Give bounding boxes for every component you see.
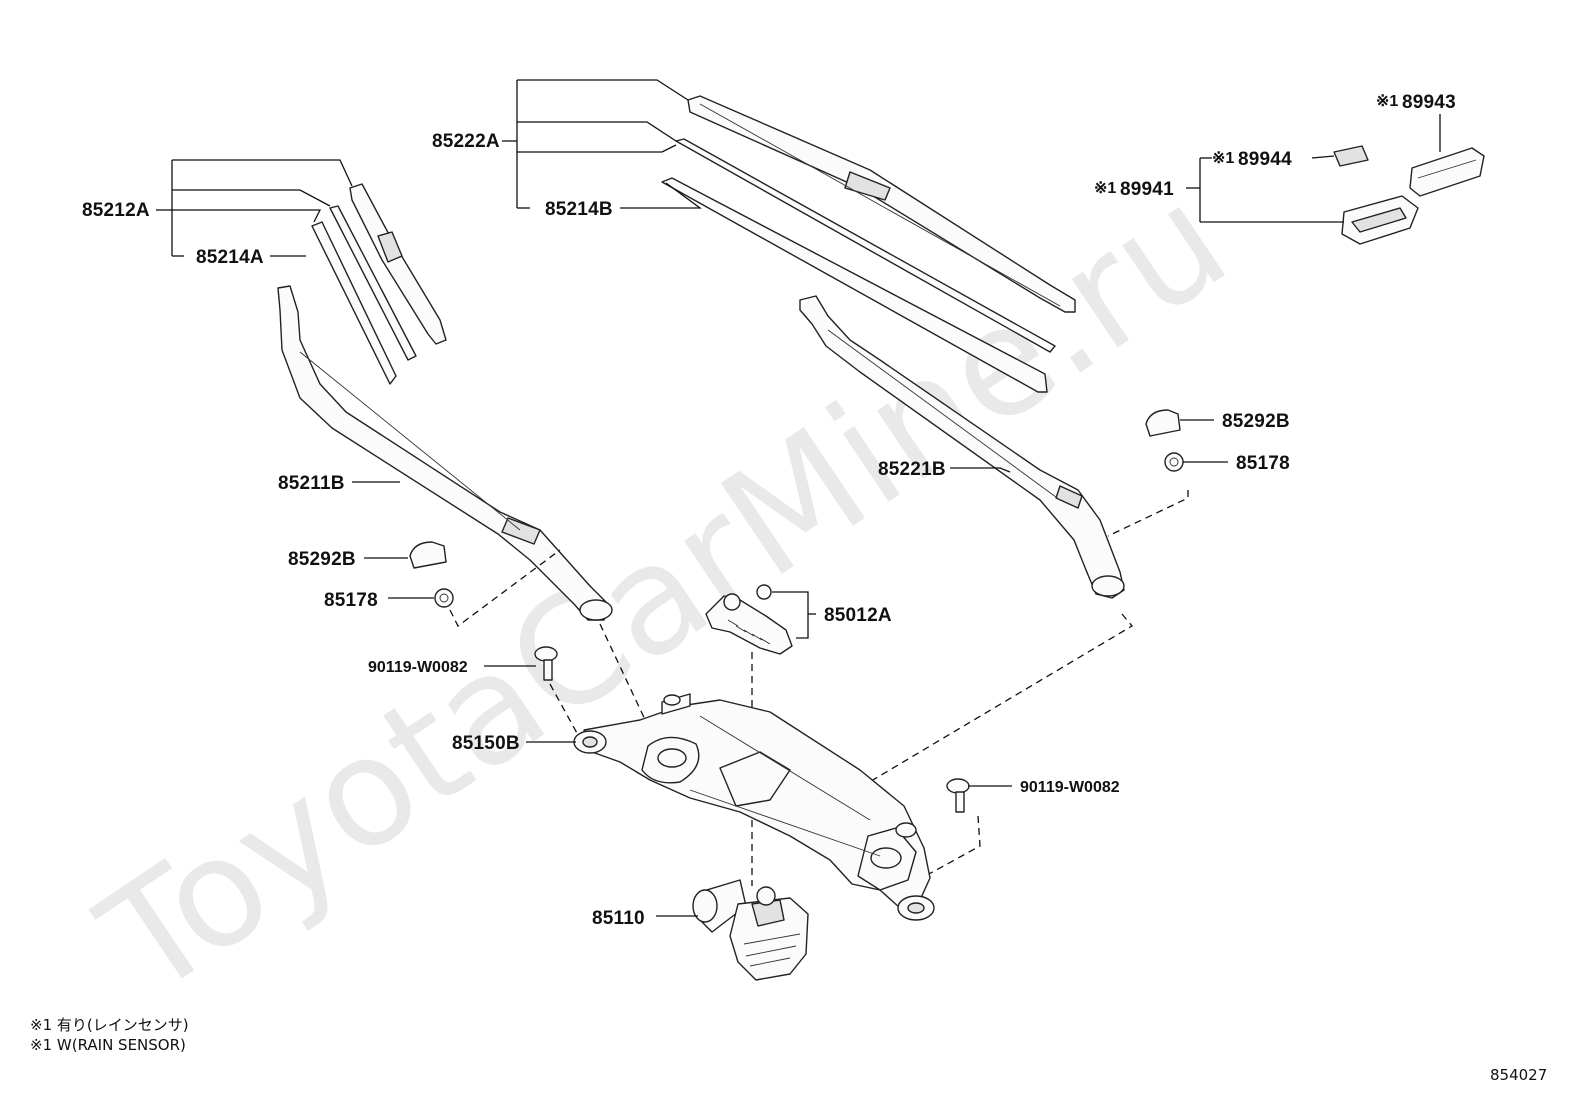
rain-sensor-cover[interactable] [1409,147,1485,197]
label-85012A: 85012A [772,591,892,639]
svg-text:89943: 89943 [1402,92,1456,113]
right-blade-rubber[interactable] [675,138,1056,353]
right-cap-85292B[interactable] [1145,409,1181,437]
svg-text:85292B: 85292B [288,549,356,570]
svg-text:90119-W0082: 90119-W0082 [1020,779,1120,796]
svg-text:85178: 85178 [324,590,378,611]
svg-text:85214B: 85214B [545,199,613,220]
svg-text:85178: 85178 [1236,453,1290,474]
bolt-right[interactable] [946,778,970,813]
label-90119-left: 90119-W0082 [368,659,536,676]
dash-left-nut [449,549,561,627]
svg-text:89944: 89944 [1238,149,1292,170]
label-89944: ※1 89944 [1212,149,1335,170]
bolt-left[interactable] [534,646,558,681]
wiper-motor[interactable] [692,879,809,981]
svg-text:90119-W0082: 90119-W0082 [368,659,468,676]
footnote-line-2: ※1 W(RAIN SENSOR) [30,1036,186,1054]
left-wiper-blade[interactable] [349,183,447,345]
rain-sensor[interactable] [1341,195,1419,245]
svg-text:85212A: 85212A [82,200,150,221]
diagram-id: 854027 [1490,1066,1547,1084]
svg-text:89941: 89941 [1120,179,1174,200]
label-85178-right: 85178 [1183,453,1290,474]
label-85211B: 85211B [278,473,400,494]
left-wiper-arm[interactable] [277,285,613,621]
label-89943: ※1 89943 [1376,92,1456,152]
dash-right-bolt [917,815,981,881]
label-85221B: 85221B [878,459,1011,480]
svg-text:85012A: 85012A [824,605,892,626]
label-89941: ※1 89941 [1094,157,1344,223]
dash-right-arm-pivot [855,613,1133,791]
label-85214A: 85214A [172,247,306,268]
svg-text:85292B: 85292B [1222,411,1290,432]
label-85292B-right: 85292B [1180,411,1290,432]
label-85214B: 85214B [517,182,702,220]
link-assembly[interactable] [705,584,793,655]
label-85150B: 85150B [452,733,576,754]
label-85110: 85110 [592,908,698,929]
svg-text:85221B: 85221B [878,459,946,480]
left-blade-rubber-refill[interactable] [311,221,397,385]
label-90119-right: 90119-W0082 [968,779,1120,796]
rain-sensor-pad[interactable] [1333,145,1369,167]
left-cap-85292B[interactable] [409,541,447,569]
svg-text:85110: 85110 [592,908,645,929]
footnote-line-1: ※1 有り(レインセンサ) [30,1016,189,1034]
dash-left-arm-pivot [599,623,649,727]
right-wiper-blade[interactable] [687,95,1076,313]
label-85178-left: 85178 [324,590,434,611]
label-85222A: 85222A [432,79,689,208]
label-85212A: 85212A [82,159,353,256]
left-nut-85178[interactable] [434,588,454,608]
svg-text:※1: ※1 [1212,150,1234,167]
svg-text:85222A: 85222A [432,131,500,152]
svg-text:※1: ※1 [1376,93,1398,110]
wiper-linkage[interactable] [573,693,935,921]
svg-text:※1: ※1 [1094,180,1116,197]
right-nut-85178[interactable] [1164,452,1184,472]
right-wiper-arm[interactable] [799,295,1125,599]
right-blade-rubber-refill[interactable] [661,177,1048,393]
label-85292B-left: 85292B [288,549,408,570]
dash-right-nut [1107,490,1189,537]
svg-text:85214A: 85214A [196,247,264,268]
watermark: ToyotaCarMine.ru [72,153,1256,1031]
left-blade-rubber[interactable] [329,205,417,361]
svg-text:85211B: 85211B [278,473,345,494]
svg-text:85150B: 85150B [452,733,520,754]
